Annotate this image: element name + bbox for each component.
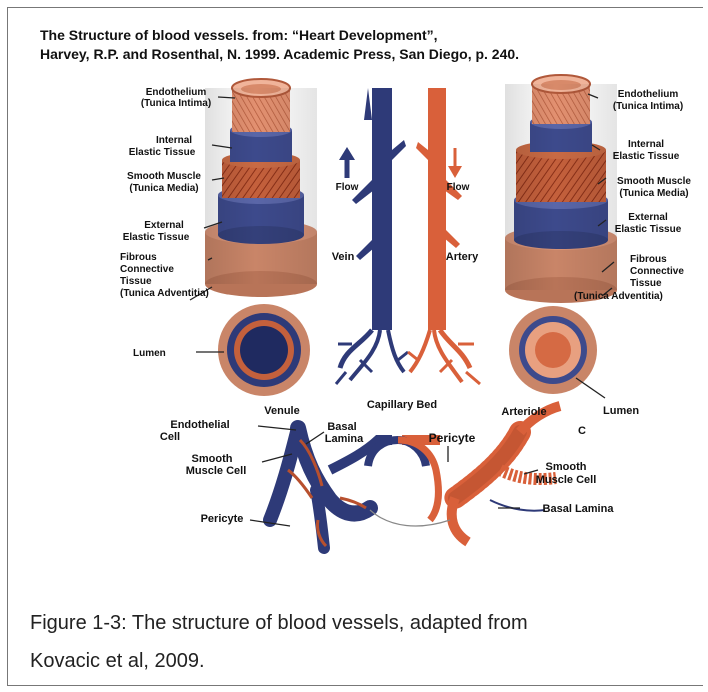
right-lumen-label: Lumen: [603, 405, 639, 417]
capillary-bed-label: Capillary Bed: [367, 399, 437, 411]
right-smooth-muscle-label: Smooth Muscle: [617, 176, 691, 187]
venule-label: Venule: [264, 405, 299, 417]
left-internal-label-1: Internal: [156, 135, 192, 146]
left-external-label-2: Elastic Tissue: [123, 232, 190, 243]
smooth-right-label-2: Muscle Cell: [536, 474, 597, 486]
pericyte-bottom-label: Pericyte: [201, 513, 244, 525]
left-lumen-label: Lumen: [133, 348, 166, 359]
smooth-left-label-1: Smooth: [192, 453, 233, 465]
basal-right-label: Basal Lamina: [543, 503, 615, 515]
left-internal-label-2: Elastic Tissue: [129, 147, 196, 158]
smooth-right-label-1: Smooth: [546, 461, 587, 473]
basal-label-2: Lamina: [325, 433, 364, 445]
right-external-label-2: Elastic Tissue: [615, 224, 682, 235]
left-lumen-cross-section: [218, 304, 310, 396]
blood-vessel-diagram: Endothelium (Tunica Intima) Internal Ela…: [0, 0, 708, 600]
pericyte-top-label: Pericyte: [429, 431, 476, 445]
flow-up-arrow-icon: [339, 147, 355, 178]
right-fibrous-label-1: Fibrous: [630, 254, 667, 265]
vein-tree: [336, 88, 408, 384]
left-vessel-cross-section: [205, 79, 317, 297]
caption-line-1: Figure 1-3: The structure of blood vesse…: [30, 604, 680, 642]
right-fibrous-label-3: Tissue: [630, 278, 662, 289]
right-tunica-media-label: (Tunica Media): [619, 188, 688, 199]
left-fibrous-label-1: Fibrous: [120, 252, 157, 263]
flow-down-arrow-icon: [448, 148, 462, 178]
right-internal-label-2: Elastic Tissue: [613, 151, 680, 162]
left-smooth-muscle-label: Smooth Muscle: [127, 171, 201, 182]
vein-label: Vein: [332, 251, 355, 263]
right-internal-label-1: Internal: [628, 139, 664, 150]
right-endothelium-label: Endothelium: [618, 89, 679, 100]
left-vessel-labels: Endothelium (Tunica Intima) Internal Ela…: [120, 87, 211, 359]
right-external-label-1: External: [628, 212, 668, 223]
right-vessel-cross-section: [505, 75, 617, 303]
right-fibrous-label-2: Connective: [630, 266, 684, 277]
right-lumen-cross-section: [509, 306, 597, 394]
flow-right-label: Flow: [447, 182, 470, 193]
flow-left-label: Flow: [336, 182, 359, 193]
left-fibrous-label-3: Tissue: [120, 276, 152, 287]
caption-line-2: Kovacic et al, 2009.: [30, 642, 680, 680]
panel-letter-label: C: [578, 425, 586, 437]
left-external-label-1: External: [144, 220, 184, 231]
smooth-left-label-2: Muscle Cell: [186, 465, 247, 477]
right-tunica-intima-label: (Tunica Intima): [613, 101, 683, 112]
left-tunica-intima-label: (Tunica Intima): [141, 98, 211, 109]
figure-caption: Figure 1-3: The structure of blood vesse…: [30, 604, 680, 680]
endothelial-label-2: Cell: [160, 431, 180, 443]
arteriole-label: Arteriole: [501, 406, 546, 418]
right-tunica-adventitia-label: (Tunica Adventitia): [574, 291, 663, 302]
left-endothelium-label: Endothelium: [146, 87, 207, 98]
artery-label: Artery: [446, 251, 479, 263]
left-tunica-adventitia-label: (Tunica Adventitia): [120, 288, 209, 299]
left-tunica-media-label: (Tunica Media): [129, 183, 198, 194]
bottom-labels: Venule Arteriole Endothelial Cell Basal …: [160, 405, 614, 525]
artery-tree: [408, 88, 480, 384]
endothelial-label-1: Endothelial: [170, 419, 229, 431]
left-fibrous-label-2: Connective: [120, 264, 174, 275]
basal-label-1: Basal: [327, 421, 356, 433]
